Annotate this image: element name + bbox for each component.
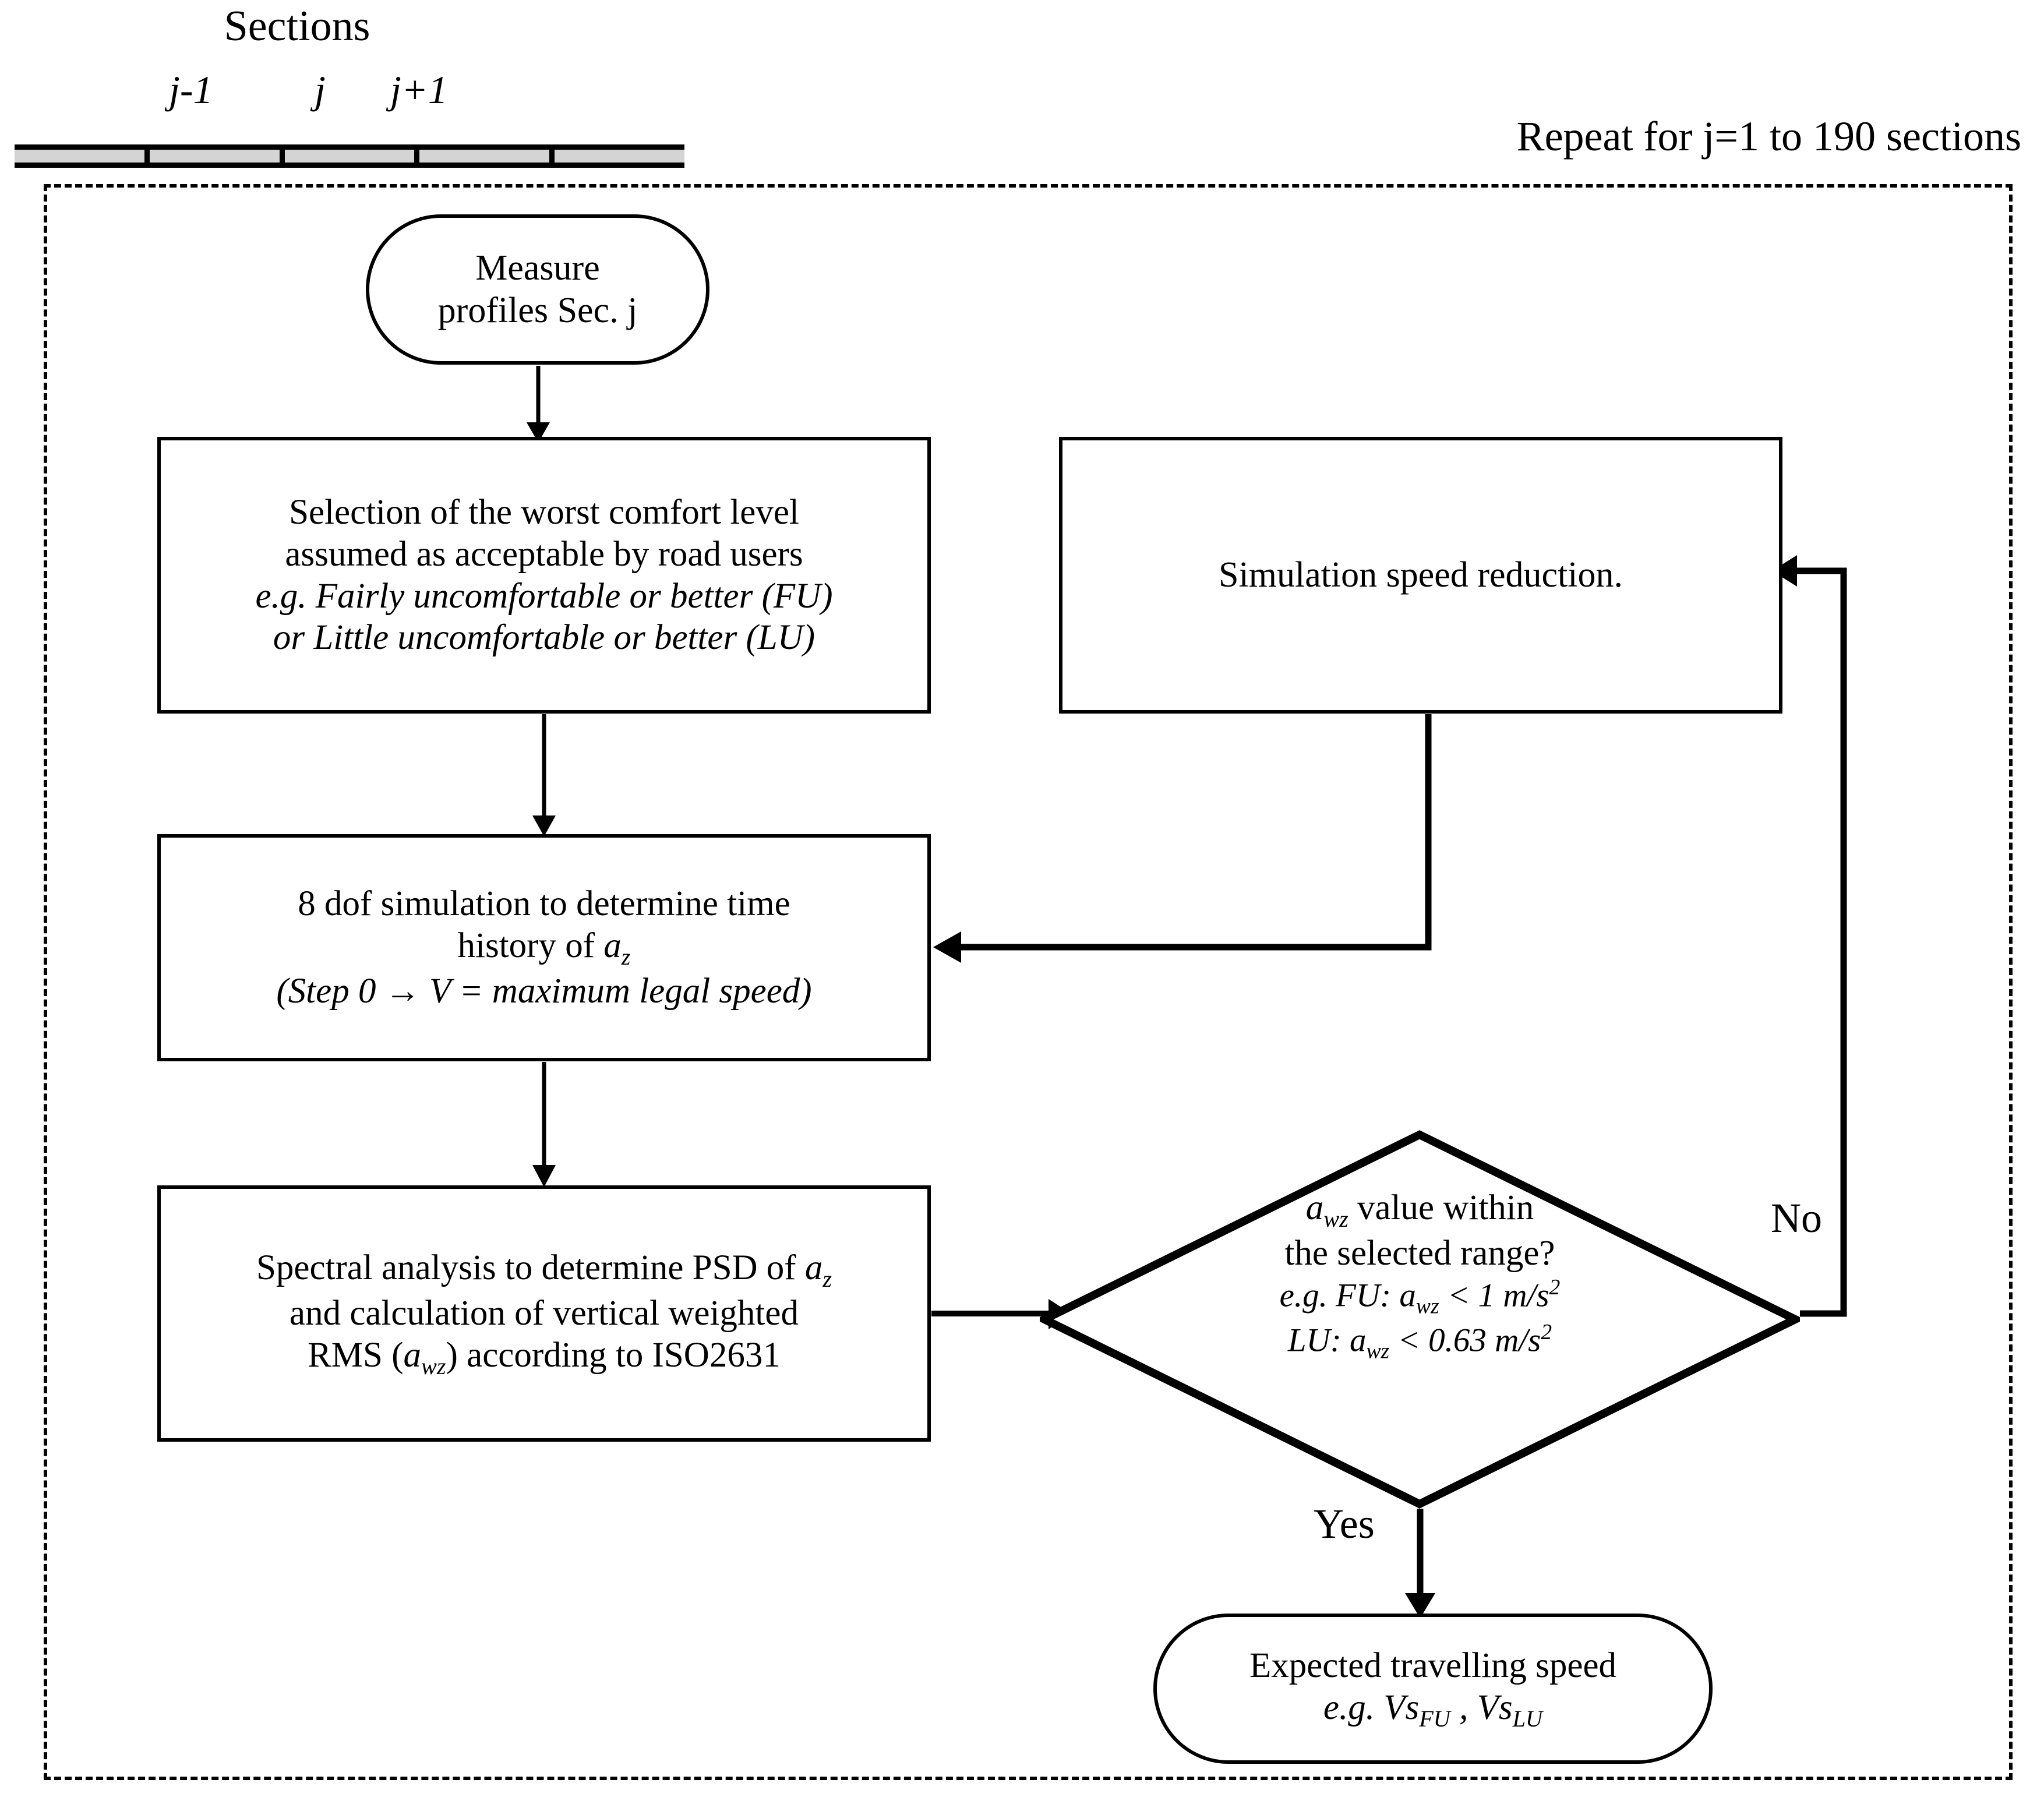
- road-segment: [284, 150, 420, 163]
- decision-line-2: the selected range?: [1284, 1233, 1555, 1273]
- node-measure-profiles[interactable]: Measure profiles Sec. j: [366, 214, 709, 365]
- decision-line-4: LU: awz < 0.63 m/s2: [1288, 1319, 1552, 1364]
- node-simulation-speed-reduction[interactable]: Simulation speed reduction.: [1059, 437, 1782, 714]
- decision-line-1: awz value within: [1306, 1187, 1534, 1233]
- node-spectral-analysis[interactable]: Spectral analysis to determine PSD of az…: [157, 1185, 931, 1442]
- spectral-line-1-pre: Spectral analysis to determine PSD of: [256, 1248, 805, 1287]
- decision-diamond-shape: [1040, 1130, 1800, 1509]
- spectral-line-3-pre: RMS (: [308, 1335, 404, 1375]
- road-segment: [149, 150, 285, 163]
- decision-line-4-pre: LU:: [1287, 1322, 1350, 1359]
- edge-label-yes: Yes: [1314, 1501, 1375, 1547]
- node-8dof-simulation[interactable]: 8 dof simulation to determine time histo…: [157, 834, 931, 1061]
- loop-caption: Repeat for j=1 to 190 sections: [1516, 113, 2021, 160]
- spectral-symbol-a: a: [804, 1248, 823, 1287]
- node-decision-text: awz value within the selected range? e.g…: [1162, 1187, 1678, 1452]
- decision-line-3-mid: < 1 m/s: [1439, 1277, 1549, 1314]
- selection-line-3: e.g. Fairly uncomfortable or better (FU): [255, 576, 833, 616]
- dof-line-2-pre: history of: [457, 926, 604, 965]
- expected-subscript-lu: LU: [1512, 1705, 1543, 1732]
- road-segment: [15, 150, 150, 163]
- section-label-j-plus-1: j+1: [390, 68, 448, 112]
- decision-line-3-pre: e.g. FU:: [1279, 1277, 1400, 1314]
- edge-label-no: No: [1771, 1195, 1822, 1241]
- decision-l3-symbol-a: a: [1399, 1277, 1416, 1314]
- dof-symbol-a: a: [603, 926, 622, 965]
- measure-line-1: Measure: [475, 248, 600, 288]
- sections-title: Sections: [224, 2, 370, 50]
- node-expected-text: Expected travelling speed e.g. VsFU , Vs…: [1241, 1645, 1625, 1732]
- spectral-symbol-awz: a: [403, 1335, 422, 1375]
- section-index-labels: j-1 j j+1: [146, 70, 472, 122]
- decision-line-4-superscript: 2: [1541, 1319, 1552, 1344]
- road-sections-strip: [15, 144, 684, 168]
- node-simreduction-text: Simulation speed reduction.: [1210, 554, 1631, 596]
- road-segment: [555, 150, 684, 163]
- loop-boundary-dashed-box: [44, 184, 2013, 1780]
- selection-line-2: assumed as acceptable by road users: [285, 534, 803, 574]
- simreduction-line-1: Simulation speed reduction.: [1219, 555, 1623, 595]
- decision-l4-symbol-a-subscript: wz: [1366, 1339, 1390, 1364]
- decision-line-4-mid: < 0.63 m/s: [1389, 1322, 1541, 1359]
- road-segment: [419, 150, 555, 163]
- node-measure-text: Measure profiles Sec. j: [430, 247, 646, 332]
- node-expected-travelling-speed[interactable]: Expected travelling speed e.g. VsFU , Vs…: [1153, 1614, 1713, 1764]
- selection-line-1: Selection of the worst comfort level: [289, 492, 799, 532]
- decision-l3-symbol-a-subscript: wz: [1415, 1294, 1439, 1319]
- node-dof-text: 8 dof simulation to determine time histo…: [268, 883, 820, 1012]
- node-selection-text: Selection of the worst comfort level ass…: [247, 492, 841, 659]
- decision-symbol-awz-subscript: wz: [1323, 1205, 1348, 1232]
- dof-line-1: 8 dof simulation to determine time: [298, 884, 790, 923]
- dof-symbol-a-subscript: z: [621, 943, 631, 970]
- expected-line-1: Expected travelling speed: [1249, 1646, 1617, 1685]
- decision-line-1-post: value within: [1348, 1188, 1534, 1227]
- spectral-line-2: and calculation of vertical weighted: [290, 1294, 799, 1333]
- spectral-symbol-awz-subscript: wz: [421, 1353, 446, 1379]
- decision-l4-symbol-a: a: [1349, 1322, 1367, 1359]
- decision-symbol-awz: a: [1305, 1188, 1324, 1227]
- decision-line-3: e.g. FU: awz < 1 m/s2: [1280, 1275, 1561, 1319]
- decision-line-3-superscript: 2: [1549, 1275, 1561, 1300]
- spectral-line-3-post: ) according to ISO2631: [446, 1335, 781, 1375]
- expected-subscript-fu: FU: [1419, 1705, 1450, 1732]
- node-selection-comfort-level[interactable]: Selection of the worst comfort level ass…: [157, 437, 931, 714]
- spectral-symbol-a-subscript: z: [822, 1265, 832, 1292]
- expected-line-2-mid: , Vs: [1450, 1688, 1513, 1727]
- node-decision-awz-in-range[interactable]: awz value within the selected range? e.g…: [1040, 1130, 1800, 1509]
- expected-line-2-pre: e.g. Vs: [1323, 1688, 1420, 1727]
- section-label-j-minus-1: j-1: [169, 68, 213, 112]
- measure-line-2: profiles Sec. j: [437, 291, 638, 330]
- node-spectral-text: Spectral analysis to determine PSD of az…: [248, 1247, 840, 1381]
- section-label-j: j: [315, 68, 326, 112]
- selection-line-4: or Little uncomfortable or better (LU): [273, 618, 816, 658]
- dof-line-3: (Step 0 → V = maximum legal speed): [276, 972, 812, 1011]
